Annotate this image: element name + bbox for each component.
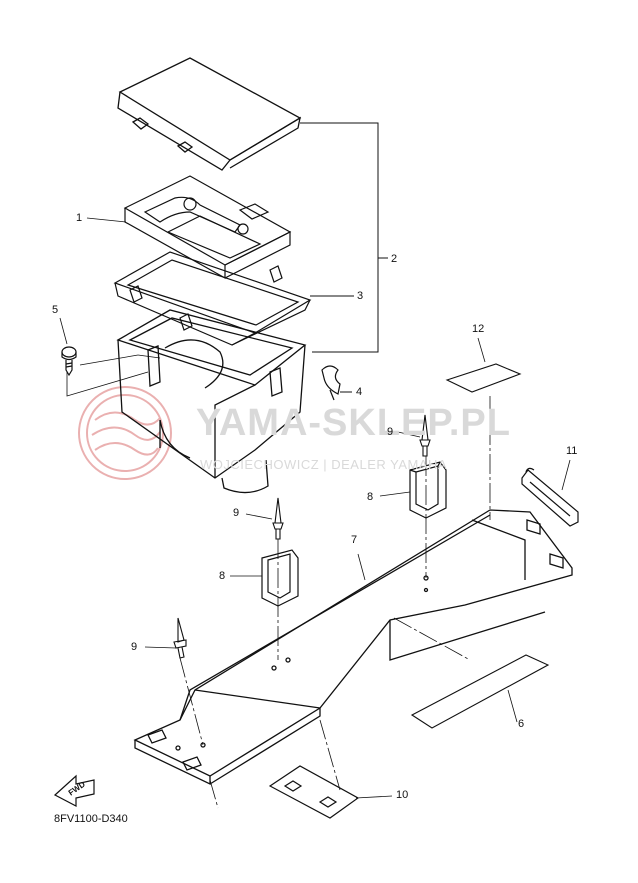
group-bracket: [300, 122, 388, 393]
label-part: [445, 363, 522, 393]
rivet-part-c: [173, 617, 187, 659]
watermark-logo: [78, 386, 172, 480]
clip-part: [321, 365, 341, 401]
callout-6: 6: [518, 718, 525, 730]
callout-3: 3: [357, 290, 364, 302]
watermark-title: YAMA-SKLEP.PL: [196, 402, 511, 444]
case-body: [116, 309, 307, 494]
fwd-arrow-icon: [53, 774, 95, 807]
callout-9-middle: 9: [233, 507, 240, 519]
callout-2: 2: [391, 253, 398, 265]
callout-9-upper: 9: [387, 426, 394, 438]
callout-11: 11: [566, 445, 578, 457]
screw-part: [61, 346, 77, 377]
clamp-part-upper: [409, 461, 447, 519]
callout-4: 4: [356, 386, 363, 398]
leader-lines: [59, 217, 571, 799]
strap-part: [521, 467, 579, 527]
lid-cover: [117, 57, 302, 171]
diagram-code: 8FV1100-D340: [54, 813, 128, 825]
callout-8-lower: 8: [219, 570, 226, 582]
callout-1: 1: [76, 212, 83, 224]
rivet-part-b: [272, 497, 284, 540]
plate-part: [268, 765, 360, 819]
callout-8-upper: 8: [367, 491, 374, 503]
clamp-part-lower: [261, 549, 299, 607]
callout-12: 12: [472, 323, 485, 335]
alignment-lines: [179, 396, 491, 809]
callout-5: 5: [52, 304, 59, 316]
callout-9-lower: 9: [131, 641, 138, 653]
callout-7: 7: [351, 534, 358, 546]
tool-tray: [123, 175, 292, 280]
pad-part: [410, 654, 550, 729]
case-lid: [113, 251, 312, 346]
watermark-subtitle: WOJCIECHOWICZ | DEALER YAMAHA: [200, 457, 448, 472]
battery-bracket: [133, 509, 573, 786]
rivet-part-a: [419, 414, 431, 457]
callout-10: 10: [396, 789, 409, 801]
